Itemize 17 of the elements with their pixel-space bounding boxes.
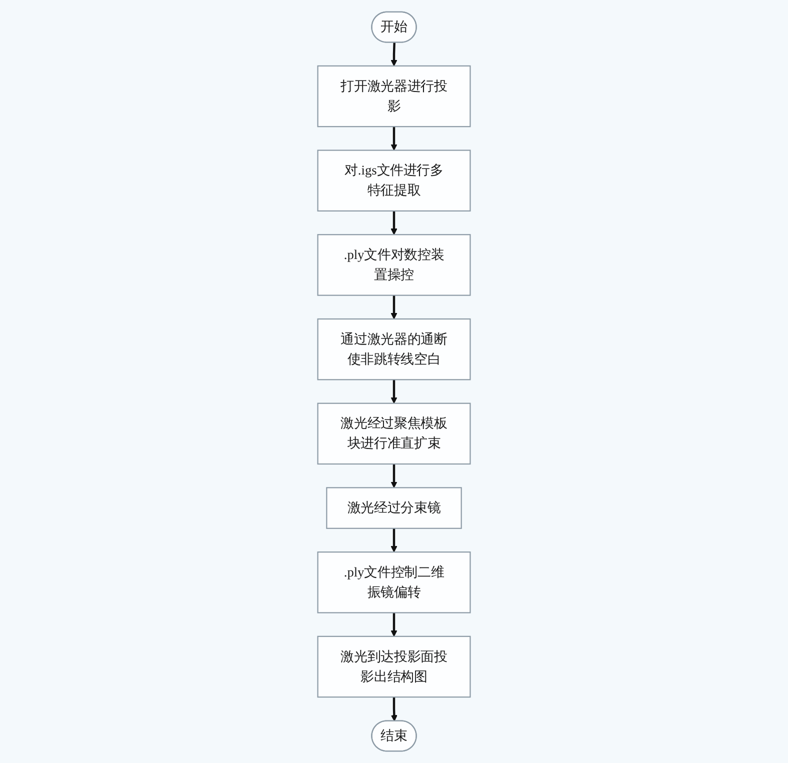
node-box: 激光经过分束镜	[326, 487, 462, 529]
arrow	[390, 612, 398, 637]
arrow	[390, 42, 398, 66]
node-box: 通过激光器的通断使非跳转线空白	[317, 318, 471, 380]
node-box: 激光经过聚焦模板块进行准直扩束	[317, 402, 471, 465]
arrow	[390, 210, 398, 235]
arrow	[390, 126, 398, 151]
arrow	[390, 295, 398, 320]
arrow	[390, 528, 398, 552]
arrow	[390, 697, 398, 722]
arrow	[390, 380, 398, 404]
arrow	[390, 464, 398, 488]
node-box: 打开激光器进行投影	[317, 65, 471, 128]
node-box: .ply文件对数控装置操控	[317, 234, 471, 296]
node-box: 激光到达投影面投影出结构图	[317, 636, 471, 698]
node-box: .ply文件控制二维振镜偏转	[317, 552, 471, 614]
node-box: 对.igs文件进行多特征提取	[317, 150, 471, 212]
